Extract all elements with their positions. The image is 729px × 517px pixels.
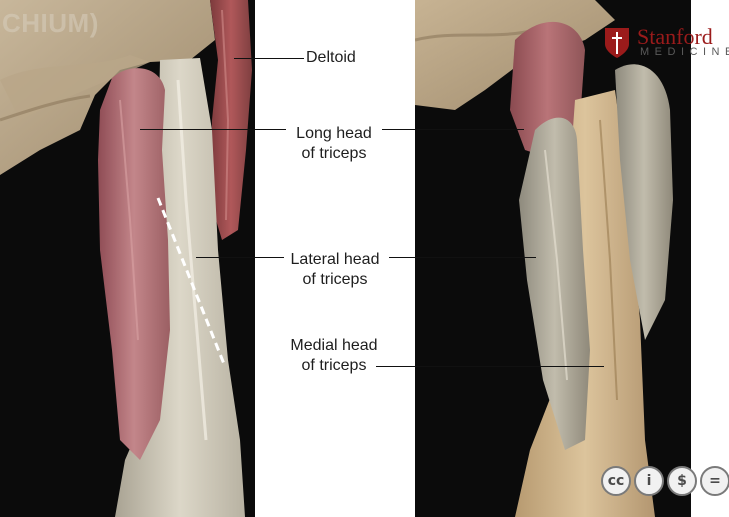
lateral-head-label-line-1: Lateral head: [290, 251, 380, 268]
medial-head-label-line-1: Medial head: [290, 337, 378, 354]
deltoid-leader-line: [234, 58, 304, 59]
stanford-medicine-logo: Stanford MEDICINE: [603, 24, 729, 64]
long-head-leader-line-right: [382, 129, 524, 130]
medial-head-label: Medial head of triceps: [284, 336, 384, 376]
lateral-head-leader-line-left: [196, 257, 284, 258]
lateral-head-label-line-2: of triceps: [302, 271, 368, 288]
left-specimen-illustration: [0, 0, 252, 517]
left-dissection-photo: CHIUM): [0, 0, 255, 517]
triceps-head-right: [615, 64, 673, 341]
stanford-shield-icon: [605, 28, 629, 58]
medial-head-label-line-2: of triceps: [301, 357, 367, 374]
deltoid-muscle: [210, 0, 252, 240]
creative-commons-badges: cc i $ =: [601, 466, 729, 500]
right-dissection-photo: [415, 0, 691, 517]
long-head-label-line-1: Long head: [296, 125, 372, 142]
attribution-icon: i: [634, 466, 664, 496]
humerus-shaft: [115, 58, 245, 517]
watermark-text: CHIUM): [2, 8, 99, 38]
deltoid-label: Deltoid: [306, 49, 356, 66]
logo-word: Stanford: [637, 24, 713, 49]
lateral-head-label: Lateral head of triceps: [286, 250, 384, 290]
long-head-muscle: [98, 68, 170, 460]
long-head-label-line-2: of triceps: [301, 145, 367, 162]
long-head-label: Long head of triceps: [290, 124, 378, 164]
noderivatives-icon: =: [700, 466, 729, 496]
cc-icon: cc: [601, 466, 631, 496]
right-specimen-illustration: [415, 0, 673, 517]
noncommercial-icon: $: [667, 466, 697, 496]
long-head-leader-line-left: [140, 129, 286, 130]
logo-subtitle: MEDICINE: [640, 46, 729, 58]
lateral-head-boundary-dashed-line: [156, 197, 226, 365]
lateral-head-leader-line-right: [389, 257, 536, 258]
shoulder-tissue: [0, 0, 215, 175]
medial-head-leader-line: [376, 366, 604, 367]
